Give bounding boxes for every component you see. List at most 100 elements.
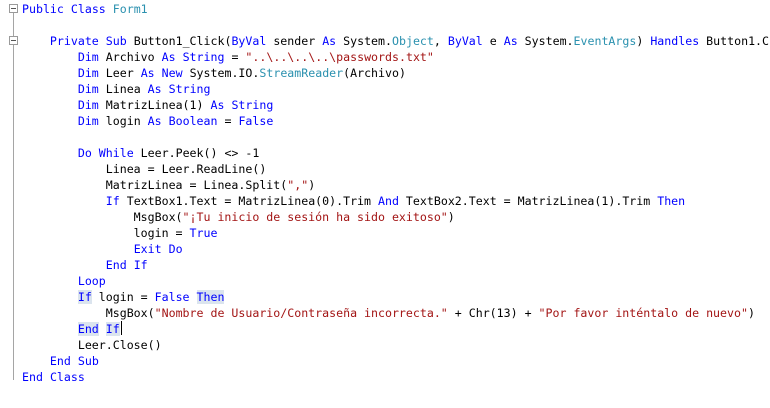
code-token [22, 194, 106, 208]
code-token: Public [22, 2, 64, 16]
code-line[interactable]: If TextBox1.Text = MatrizLinea(0).Trim A… [22, 193, 685, 209]
code-token: ByVal [447, 34, 483, 48]
code-token: Linea = Leer.ReadLine() [22, 162, 267, 176]
code-line[interactable]: Dim MatrizLinea(1) As String [22, 97, 273, 113]
code-token: "," [287, 178, 309, 192]
code-token: "Nombre de Usuario/Contraseña incorrecta… [154, 306, 448, 320]
code-token: ) [308, 178, 316, 192]
code-line[interactable]: Dim login As Boolean = False [22, 113, 274, 129]
code-token [22, 146, 78, 160]
code-token: Archivo [98, 50, 162, 64]
code-token [22, 258, 106, 272]
code-line[interactable]: MatrizLinea = Linea.Split(",") [22, 177, 315, 193]
code-token: False [238, 114, 274, 128]
code-token: While [98, 146, 134, 160]
code-token: "¡Tu inicio de sesión ha sido exitoso" [182, 210, 448, 224]
code-token: Handles [650, 34, 700, 48]
code-token: True [189, 226, 218, 240]
code-line[interactable]: Private Sub Button1_Click(ByVal sender A… [22, 33, 769, 49]
code-token: TextBox2.Text = MatrizLinea(1).Trim [398, 194, 658, 208]
text-caret [121, 321, 122, 335]
code-line[interactable]: Leer.Close() [22, 337, 162, 353]
code-line[interactable]: Loop [22, 273, 106, 289]
code-line[interactable]: End If [22, 321, 120, 337]
code-token: End [22, 370, 43, 384]
code-token: , [433, 34, 448, 48]
collapse-icon[interactable] [9, 4, 18, 13]
code-token: login [98, 114, 148, 128]
code-line[interactable]: MsgBox("¡Tu inicio de sesión ha sido exi… [22, 209, 455, 225]
code-token: End [77, 322, 99, 336]
code-token: (Archivo) [343, 66, 406, 80]
code-line[interactable]: Public Class Form1 [22, 1, 148, 17]
code-token: TextBox1.Text = MatrizLinea(0).Trim [119, 194, 378, 208]
code-token: = [217, 114, 239, 128]
code-token: = [224, 50, 246, 64]
collapse-icon[interactable] [9, 36, 18, 45]
code-token: Class [70, 2, 106, 16]
code-token: Class [49, 370, 85, 384]
code-token: Exit [133, 242, 162, 256]
code-token: + Chr(13) + [447, 306, 539, 320]
code-token [162, 82, 169, 96]
code-token: New [161, 66, 183, 80]
code-token [92, 146, 99, 160]
code-line[interactable]: Linea = Leer.ReadLine() [22, 161, 267, 177]
code-token [22, 114, 78, 128]
code-token: End [49, 354, 71, 368]
code-token [71, 354, 78, 368]
code-line[interactable]: Dim Archivo As String = "..\..\..\..\pas… [22, 49, 434, 65]
code-token: If [105, 194, 120, 208]
code-token: Linea [98, 82, 148, 96]
code-token: Object [392, 34, 434, 48]
code-token [162, 114, 169, 128]
code-token: If [105, 322, 120, 336]
code-token: MsgBox( [22, 306, 155, 320]
code-line[interactable]: End Class [22, 369, 85, 385]
code-token: "..\..\..\..\passwords.txt" [245, 50, 434, 64]
code-token: And [378, 194, 399, 208]
code-line[interactable]: Dim Linea As String [22, 81, 211, 97]
code-token: Form1 [112, 2, 148, 16]
code-token: ) [447, 210, 455, 224]
code-token: login = [22, 226, 190, 240]
code-token: Sub [105, 34, 127, 48]
code-line[interactable]: End Sub [22, 353, 99, 369]
code-token: Do [77, 146, 92, 160]
code-token: As [161, 50, 176, 64]
code-token [162, 242, 169, 256]
code-line[interactable]: MsgBox("Nombre de Usuario/Contraseña inc… [22, 305, 755, 321]
code-token: e [482, 34, 504, 48]
code-token: Leer.Peek() <> -1 [133, 146, 260, 160]
code-line[interactable]: Dim Leer As New System.IO.StreamReader(A… [22, 65, 406, 81]
code-token: As [322, 34, 337, 48]
code-token: Button1_Click( [126, 34, 232, 48]
code-line[interactable]: If login = False Then [22, 289, 225, 305]
code-token: As [147, 114, 162, 128]
code-token: StreamReader [259, 66, 344, 80]
code-token: If [133, 258, 148, 272]
code-line[interactable]: End If [22, 257, 148, 273]
outline-margin [0, 0, 18, 408]
outline-guide-line [13, 10, 14, 380]
code-token: Dim [77, 98, 99, 112]
code-token [43, 370, 50, 384]
code-token [22, 34, 50, 48]
code-token [106, 2, 113, 16]
code-token: MsgBox( [22, 210, 183, 224]
code-line[interactable]: login = True [22, 225, 218, 241]
code-token: System. [336, 34, 392, 48]
code-token [176, 50, 183, 64]
code-token: As [140, 66, 155, 80]
code-token: Then [657, 194, 686, 208]
code-token: Dim [77, 50, 99, 64]
code-token: Leer [98, 66, 141, 80]
code-token: Dim [77, 82, 99, 96]
code-line[interactable]: Do While Leer.Peek() <> -1 [22, 145, 260, 161]
code-token [155, 66, 162, 80]
code-line[interactable]: Exit Do [22, 241, 183, 257]
code-token: End [105, 258, 127, 272]
code-token: Dim [77, 114, 99, 128]
code-token: Then [196, 290, 225, 304]
